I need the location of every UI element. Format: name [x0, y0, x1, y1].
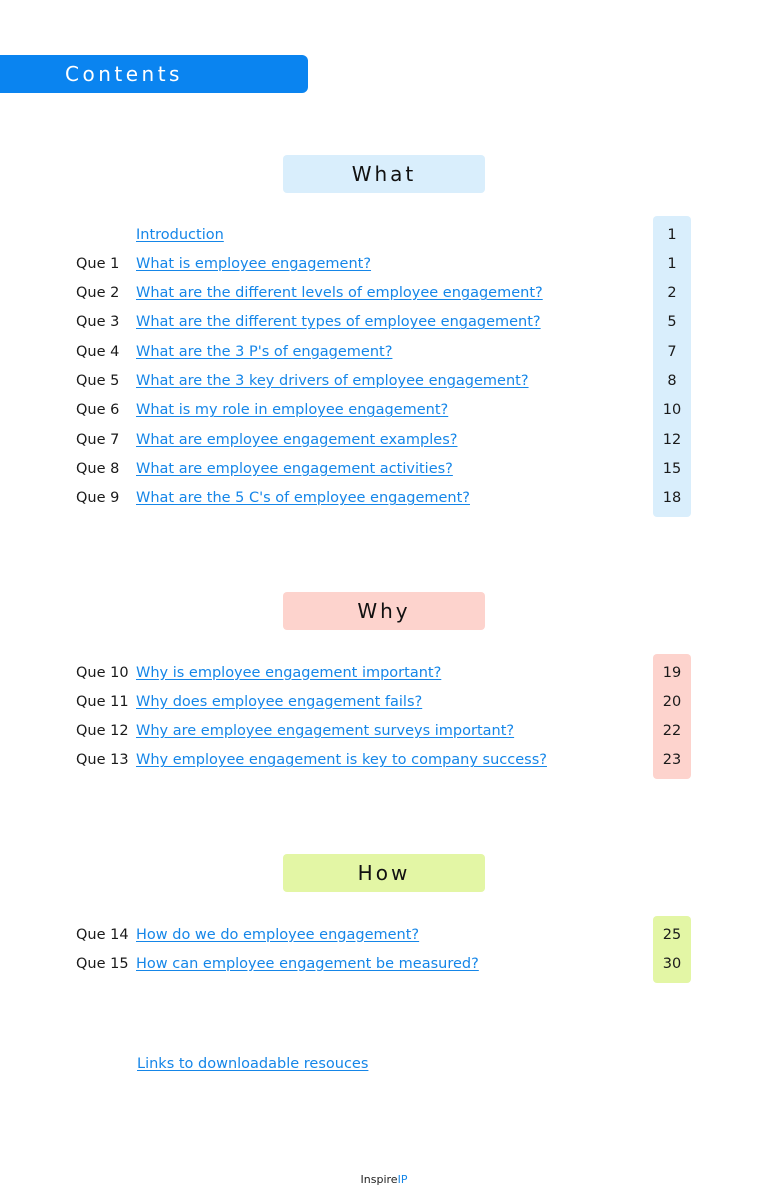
toc-row: Que 1 What is employee engagement? 1 — [76, 249, 696, 278]
toc-link[interactable]: Why employee engagement is key to compan… — [136, 752, 547, 769]
brand-name: Inspire — [360, 1173, 398, 1186]
toc-link[interactable]: How can employee engagement be measured? — [136, 955, 479, 972]
toc-link[interactable]: What is my role in employee engagement? — [136, 402, 449, 419]
toc-link[interactable]: What are the 3 P's of engagement? — [136, 343, 393, 360]
page-number-column-why — [653, 654, 691, 780]
toc-row: Que 6 What is my role in employee engagem… — [76, 396, 696, 425]
toc-row: Que 15 How can employee engagement be mea… — [76, 949, 696, 978]
toc-row: Que 11 Why does employee engagement fails… — [76, 687, 696, 716]
toc-row: Que 7 What are employee engagement exampl… — [76, 425, 696, 454]
page-number: 22 — [662, 723, 682, 740]
question-number: Que 3 — [76, 314, 120, 331]
page-number: 10 — [662, 402, 682, 419]
page-number: 23 — [662, 752, 682, 769]
toc-link[interactable]: What are the 3 key drivers of employee e… — [136, 373, 529, 389]
page-number: 20 — [662, 693, 682, 710]
toc-link[interactable]: Why are employee engagement surveys impo… — [136, 723, 515, 740]
toc-link[interactable]: What are employee engagement examples? — [136, 431, 458, 448]
question-number: Que 4 — [76, 343, 120, 360]
toc-link[interactable]: What are the different types of employee… — [136, 314, 541, 331]
toc-row: Introduction 1 — [76, 220, 696, 249]
question-number: Que 13 — [76, 752, 129, 769]
question-number: Que 7 — [76, 431, 120, 448]
page-number: 5 — [667, 314, 677, 331]
toc-link[interactable]: What is employee engagement? — [136, 255, 372, 272]
toc-link[interactable]: Why is employee engagement important? — [136, 664, 442, 681]
question-number: Que 8 — [76, 460, 120, 477]
toc-link[interactable]: Why does employee engagement fails? — [136, 693, 423, 710]
question-number: Que 15 — [76, 955, 129, 972]
footer-brand: InspireIP — [0, 1173, 768, 1186]
contents-banner: Contents — [0, 55, 308, 93]
question-number: Que 11 — [76, 693, 129, 710]
toc-link[interactable]: How do we do employee engagement? — [136, 926, 420, 943]
question-number: Que 10 — [76, 664, 129, 681]
toc-row: Que 3 What are the different types of emp… — [76, 308, 696, 337]
page-number: 1 — [667, 255, 677, 272]
brand-suffix: IP — [397, 1173, 408, 1186]
page-number: 8 — [667, 373, 677, 389]
question-number: Que 12 — [76, 723, 129, 740]
section-heading-why: Why — [283, 592, 485, 630]
toc-row: Que 13 Why employee engagement is key to … — [76, 746, 696, 775]
page-number: 1 — [667, 226, 677, 243]
question-number: Que 14 — [76, 926, 129, 943]
page-number: 18 — [662, 490, 682, 507]
question-number: Que 1 — [76, 255, 120, 272]
page-number: 30 — [662, 955, 682, 972]
toc-row: Que 8 What are employee engagement activi… — [76, 454, 696, 483]
toc-row: Que 9 What are the 5 C's of employee enga… — [76, 484, 696, 513]
toc-row: Que 2 What are the different levels of em… — [76, 279, 696, 308]
page-number: 7 — [667, 343, 677, 360]
toc-link[interactable]: What are the different levels of employe… — [136, 285, 543, 302]
toc-link[interactable]: What are employee engagement activities? — [136, 460, 453, 477]
page-number-column-how — [653, 916, 691, 983]
section-heading-how: How — [283, 854, 485, 892]
toc-link[interactable]: Introduction — [136, 226, 224, 243]
page-number: 15 — [662, 460, 682, 477]
contents-title: Contents — [65, 62, 183, 86]
question-number: Que 9 — [76, 490, 120, 507]
toc-row: Que 14 How do we do employee engagement? 2… — [76, 920, 696, 949]
toc-row: Que 4 What are the 3 P's of engagement? 7 — [76, 337, 696, 366]
page-number: 2 — [667, 285, 677, 302]
page-number: 12 — [662, 431, 682, 448]
question-number: Que 2 — [76, 285, 120, 302]
toc-row: Que 5 What are the 3 key drivers of emplo… — [76, 367, 696, 396]
downloadable-resources-link[interactable]: Links to downloadable resouces — [137, 1056, 369, 1072]
question-number: Que 5 — [76, 373, 120, 389]
page-number: 25 — [662, 926, 682, 943]
toc-row: Que 10 Why is employee engagement importa… — [76, 658, 696, 687]
page-number: 19 — [662, 664, 682, 681]
question-number: Que 6 — [76, 402, 120, 419]
page-number-column-what — [653, 216, 691, 517]
section-heading-what: What — [283, 155, 485, 193]
toc-row: Que 12 Why are employee engagement survey… — [76, 717, 696, 746]
toc-link[interactable]: What are the 5 C's of employee engagemen… — [136, 490, 470, 507]
